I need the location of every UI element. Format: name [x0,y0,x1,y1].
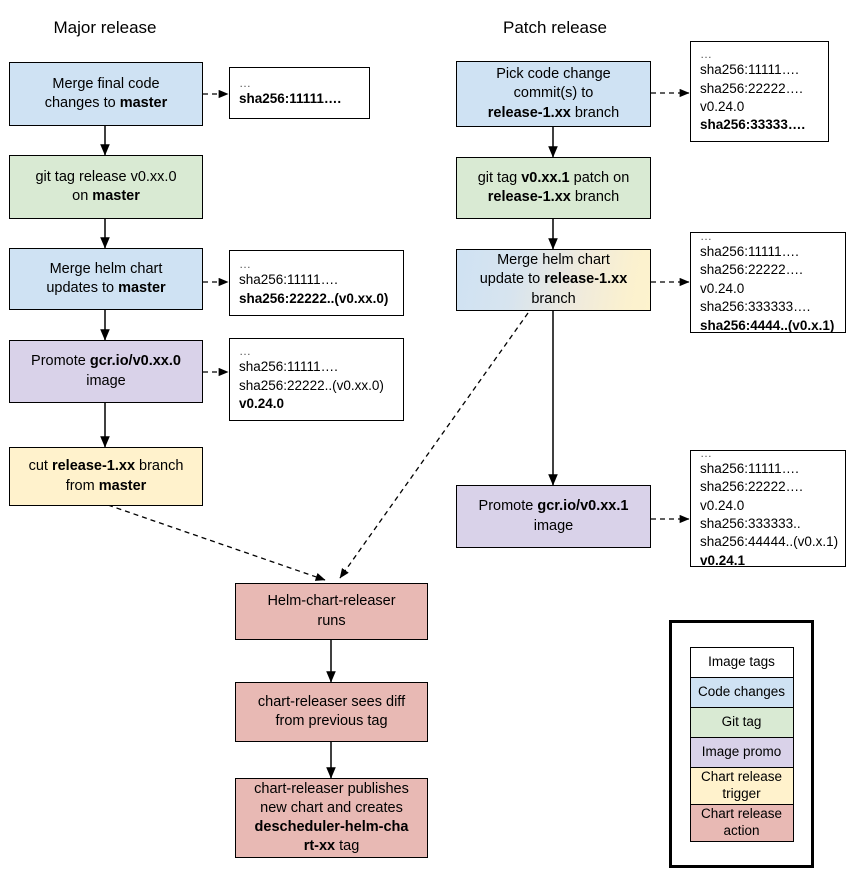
legend-item-label: Image promo [701,743,782,759]
legend-item-label: Image tags [708,653,775,669]
tag-line: sha256:11111…. [239,91,342,107]
legend-item-label: Chart release action [700,805,783,838]
legend-item-code-changes: Code changes [689,676,794,708]
tag-line: v0.24.0 [239,396,285,412]
tag-line: … [239,257,252,272]
legend-item-chart-release-action: Chart release action [689,803,794,842]
tag-line: sha256:11111…. [700,460,799,476]
legend-item-label: Git tag [721,713,762,729]
tag-line: v0.24.0 [700,280,745,296]
legend-item-label: Code changes [697,683,786,699]
tag-line: sha256:333333…. [700,299,811,315]
tag-line: sha256:22222..(v0.xx.0) [239,290,389,306]
legend-panel: Image tags Code changes Git tag Image pr… [669,620,814,868]
tagbox-after-promote-image: …sha256:11111…. sha256:22222..(v0.xx.0) v0… [229,338,404,421]
tag-line: sha256:22222…. [700,479,803,495]
tag-line: sha256:11111…. [700,244,799,260]
tag-line: sha256:11111…. [239,359,338,375]
tag-line: … [239,344,252,359]
tag-line: … [700,47,713,62]
column-title-patch: Patch release [503,18,607,37]
tag-line: sha256:4444..(v0.x.1) [700,317,835,333]
tag-line: sha256:22222…. [700,80,803,96]
tag-line: sha256:11111…. [700,62,799,78]
tag-line: sha256:22222…. [700,262,803,278]
tag-line: sha256:22222..(v0.xx.0) [239,377,384,393]
column-title-major: Major release [53,18,157,37]
tag-line: … [700,445,713,460]
tag-line: … [239,76,252,91]
legend-item-image-tags: Image tags [689,646,794,678]
tagbox-after-merge-final-code: …sha256:11111…. [229,67,370,119]
tag-line: sha256:44444..(v0.x.1) [700,534,839,550]
legend-item-git-tag: Git tag [689,706,794,738]
legend-item-image-promo: Image promo [689,736,794,768]
tag-line: v0.24.0 [700,99,745,114]
dash-cutbranch-to-releaser [107,504,326,581]
legend-item-chart-release-trigger: Chart release trigger [689,766,794,805]
tag-line: v0.24.0 [700,497,745,513]
tagbox-after-merge-helm-chart-update-release-branch: …sha256:11111…. sha256:22222…. v0.24.0 sha2… [690,229,846,333]
tag-line: sha256:33333…. [700,117,806,133]
tag-line: v0.24.1 [700,552,746,568]
tagbox-after-pick-code-change-commits: …sha256:11111…. sha256:22222…. v0.24.0 sha2… [690,41,829,142]
tag-line: sha256:11111…. [239,272,338,288]
tag-line: … [700,229,713,244]
legend-item-label: Chart release trigger [700,768,783,801]
tag-line: sha256:333333.. [700,516,801,531]
tagbox-after-promote-patch-image: …sha256:11111…. sha256:22222…. v0.24.0 sha2… [690,445,846,568]
tagbox-after-merge-helm-chart-updates: …sha256:11111…. sha256:22222..(v0.xx.0) [229,250,404,316]
